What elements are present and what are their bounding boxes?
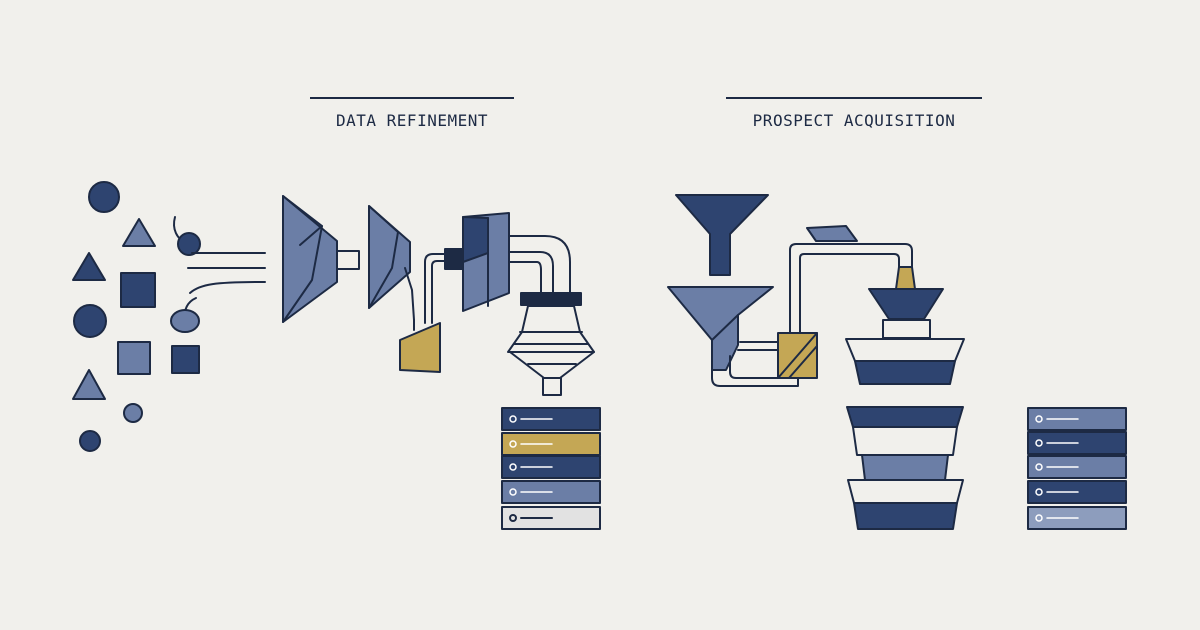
raw-triangle: [72, 252, 106, 281]
scattered-shapes: [72, 181, 266, 452]
strainer-funnel: [507, 305, 595, 396]
gold-nozzle: [895, 266, 916, 290]
server-stack: [501, 407, 601, 530]
press-machine: [462, 212, 510, 312]
funnel: [675, 194, 769, 276]
raw-circle: [88, 181, 120, 213]
raw-circle: [73, 304, 107, 338]
valve-box: [777, 332, 818, 379]
node-circle: [177, 232, 201, 256]
pipe: [424, 248, 464, 324]
conveyor-tray: [789, 225, 916, 334]
layered-funnel-tower: [845, 288, 965, 530]
raw-circle: [123, 403, 143, 423]
pipe-flange: [520, 292, 582, 306]
sorting-funnel: [667, 286, 774, 371]
raw-square: [117, 341, 151, 375]
raw-square: [171, 345, 200, 374]
pipe: [711, 341, 799, 387]
flow-line: [189, 281, 266, 294]
node-ellipse: [170, 309, 200, 333]
raw-circle: [79, 430, 101, 452]
crusher-nozzle: [336, 250, 360, 270]
elbow-pipe: [508, 235, 582, 306]
gold-hopper: [399, 322, 441, 373]
server-stack: [1027, 407, 1127, 530]
section-title-prospect-acquisition: PROSPECT ACQUISITION: [726, 97, 982, 137]
section-title-data-refinement: DATA REFINEMENT: [310, 97, 514, 137]
grinder-pipe: [404, 267, 415, 321]
crusher-machine: [282, 195, 360, 323]
raw-square: [120, 272, 156, 308]
grinder-machine: [368, 205, 441, 373]
raw-triangle: [72, 369, 106, 400]
pipe-coupling: [444, 248, 464, 270]
raw-triangle: [122, 218, 156, 247]
